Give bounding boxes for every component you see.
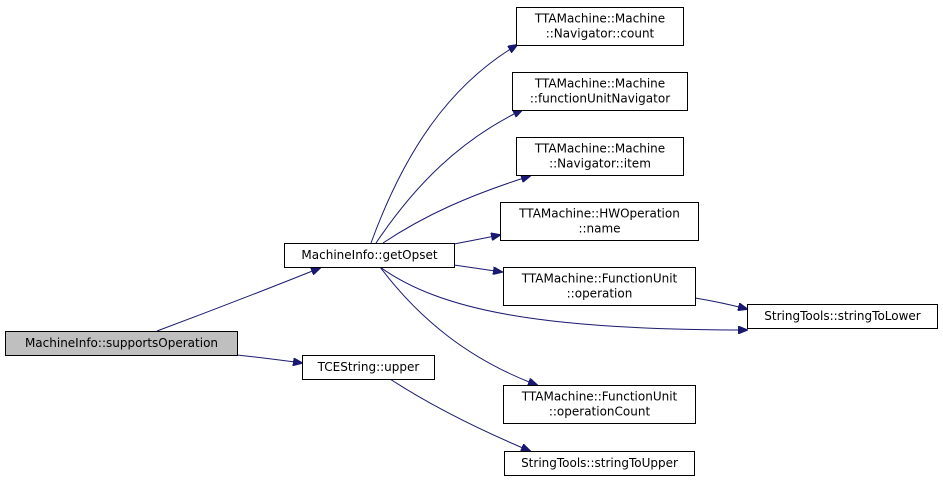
- node-box: [512, 72, 688, 111]
- node-toUpper[interactable]: StringTools::stringToUpper: [504, 451, 695, 476]
- node-label: ::name: [578, 222, 620, 236]
- edge-getOpset-to-hwName: [453, 235, 500, 245]
- nodes-layer: MachineInfo::supportsOperation MachineInf…: [5, 7, 938, 476]
- node-label: TTAMachine::Machine: [534, 142, 665, 156]
- edge-fuOperation-to-toLower: [694, 297, 747, 309]
- node-box: [302, 355, 435, 380]
- node-label: TTAMachine::FunctionUnit: [521, 390, 678, 404]
- node-label: ::Navigator::count: [546, 27, 655, 41]
- node-label: StringTools::stringToUpper: [521, 456, 678, 470]
- node-label: StringTools::stringToLower: [764, 309, 921, 323]
- node-label: ::Navigator::item: [549, 157, 651, 171]
- node-toLower[interactable]: StringTools::stringToLower: [747, 304, 938, 329]
- node-box: [503, 267, 696, 306]
- node-fuNavigator[interactable]: TTAMachine::Machine::functionUnitNavigat…: [512, 72, 688, 111]
- node-box: [5, 331, 238, 356]
- node-supportsOperation[interactable]: MachineInfo::supportsOperation: [5, 331, 238, 356]
- node-box: [284, 243, 455, 268]
- node-box: [504, 451, 695, 476]
- node-getOpset[interactable]: MachineInfo::getOpset: [284, 243, 455, 268]
- node-hwName[interactable]: TTAMachine::HWOperation::name: [500, 202, 699, 241]
- node-box: [503, 385, 696, 424]
- node-box: [500, 202, 699, 241]
- node-navCount[interactable]: TTAMachine::Machine::Navigator::count: [516, 7, 684, 46]
- edge-supportsOperation-to-getOpset: [156, 268, 320, 332]
- edges-layer: [156, 45, 747, 451]
- node-label: TTAMachine::FunctionUnit: [521, 272, 678, 286]
- node-label: MachineInfo::getOpset: [301, 248, 437, 262]
- edge-getOpset-to-toLower: [379, 266, 747, 330]
- edge-getOpset-to-opCount: [379, 266, 537, 385]
- node-label: TTAMachine::HWOperation: [518, 207, 680, 221]
- node-box: [516, 7, 684, 46]
- node-label: TCEString::upper: [317, 360, 420, 374]
- edge-supportsOperation-to-tceUpper: [236, 354, 302, 363]
- edge-tceUpper-to-toUpper: [389, 378, 530, 451]
- edge-getOpset-to-navItem: [382, 176, 530, 244]
- node-label: ::operation: [567, 287, 633, 301]
- node-label: TTAMachine::Machine: [534, 77, 665, 91]
- node-fuOperation[interactable]: TTAMachine::FunctionUnit::operation: [503, 267, 696, 306]
- node-label: ::operationCount: [549, 405, 651, 419]
- node-box: [516, 137, 684, 176]
- node-box: [747, 304, 938, 329]
- edge-getOpset-to-fuNavigator: [375, 110, 522, 244]
- edge-getOpset-to-navCount: [370, 45, 517, 244]
- node-label: ::functionUnitNavigator: [530, 92, 670, 106]
- edge-getOpset-to-fuOperation: [453, 264, 502, 272]
- node-tceUpper[interactable]: TCEString::upper: [302, 355, 435, 380]
- node-label: TTAMachine::Machine: [534, 12, 665, 26]
- node-label: MachineInfo::supportsOperation: [25, 336, 218, 350]
- node-opCount[interactable]: TTAMachine::FunctionUnit::operationCount: [503, 385, 696, 424]
- node-navItem[interactable]: TTAMachine::Machine::Navigator::item: [516, 137, 684, 176]
